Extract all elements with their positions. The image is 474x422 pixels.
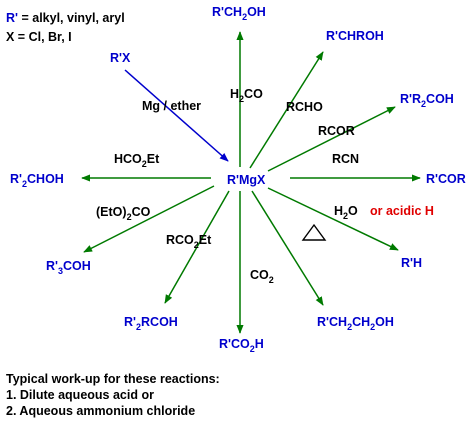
arrow-rx-to-grignard bbox=[124, 69, 229, 162]
reagent-water: H2O bbox=[334, 204, 358, 221]
legend-x-definition: X = Cl, Br, I bbox=[6, 30, 72, 44]
arrow-left-lower bbox=[83, 185, 215, 253]
product-secondary-alcohol-formate: R'2CHOH bbox=[10, 172, 64, 189]
reagent-carbon-dioxide: CO2 bbox=[250, 268, 274, 285]
product-primary-alcohol: R'CH2OH bbox=[212, 5, 266, 22]
arrow-upper-right bbox=[249, 51, 324, 169]
product-tertiary-alcohol-carbonate: R'3COH bbox=[46, 259, 91, 276]
product-secondary-alcohol: R'CHROH bbox=[326, 29, 384, 43]
product-carboxylic-acid: R'CO2H bbox=[219, 337, 264, 354]
center-grignard: R'MgX bbox=[227, 173, 266, 187]
arrow-right-upper bbox=[267, 106, 396, 172]
reagent-nitrile: RCN bbox=[332, 152, 359, 166]
arrow-lower-right-h bbox=[267, 187, 399, 251]
footer-heading: Typical work-up for these reactions: bbox=[6, 372, 220, 386]
arrow-lower-right bbox=[251, 190, 324, 306]
reagent-ethyl-formate: HCO2Et bbox=[114, 152, 160, 169]
epoxide-icon bbox=[301, 223, 327, 241]
footer-step-2: 2. Aqueous ammonium chloride bbox=[6, 404, 195, 418]
start-rx: R'X bbox=[110, 51, 131, 65]
product-ethanol-homolog: R'CH2CH2OH bbox=[317, 315, 394, 332]
legend-r-definition: R' = alkyl, vinyl, aryl bbox=[6, 11, 125, 25]
reagent-formaldehyde: H2CO bbox=[230, 87, 263, 104]
footer-step-1: 1. Dilute aqueous acid or bbox=[6, 388, 154, 402]
product-tertiary-alcohol-ester: R'2RCOH bbox=[124, 315, 178, 332]
reagent-ester: RCO2Et bbox=[166, 233, 212, 250]
reagent-acidic-h: or acidic H bbox=[370, 204, 434, 218]
product-ketone: R'COR bbox=[426, 172, 466, 186]
reagent-aldehyde: RCHO bbox=[286, 100, 323, 114]
product-tertiary-alcohol-ketone: R'R2COH bbox=[400, 92, 454, 109]
reagent-diethyl-carbonate: (EtO)2CO bbox=[96, 205, 151, 222]
product-alkane: R'H bbox=[401, 256, 422, 270]
reagent-ketone: RCOR bbox=[318, 124, 355, 138]
arrow-lower-left bbox=[164, 190, 230, 304]
condition-mg-ether: Mg / ether bbox=[142, 99, 201, 113]
